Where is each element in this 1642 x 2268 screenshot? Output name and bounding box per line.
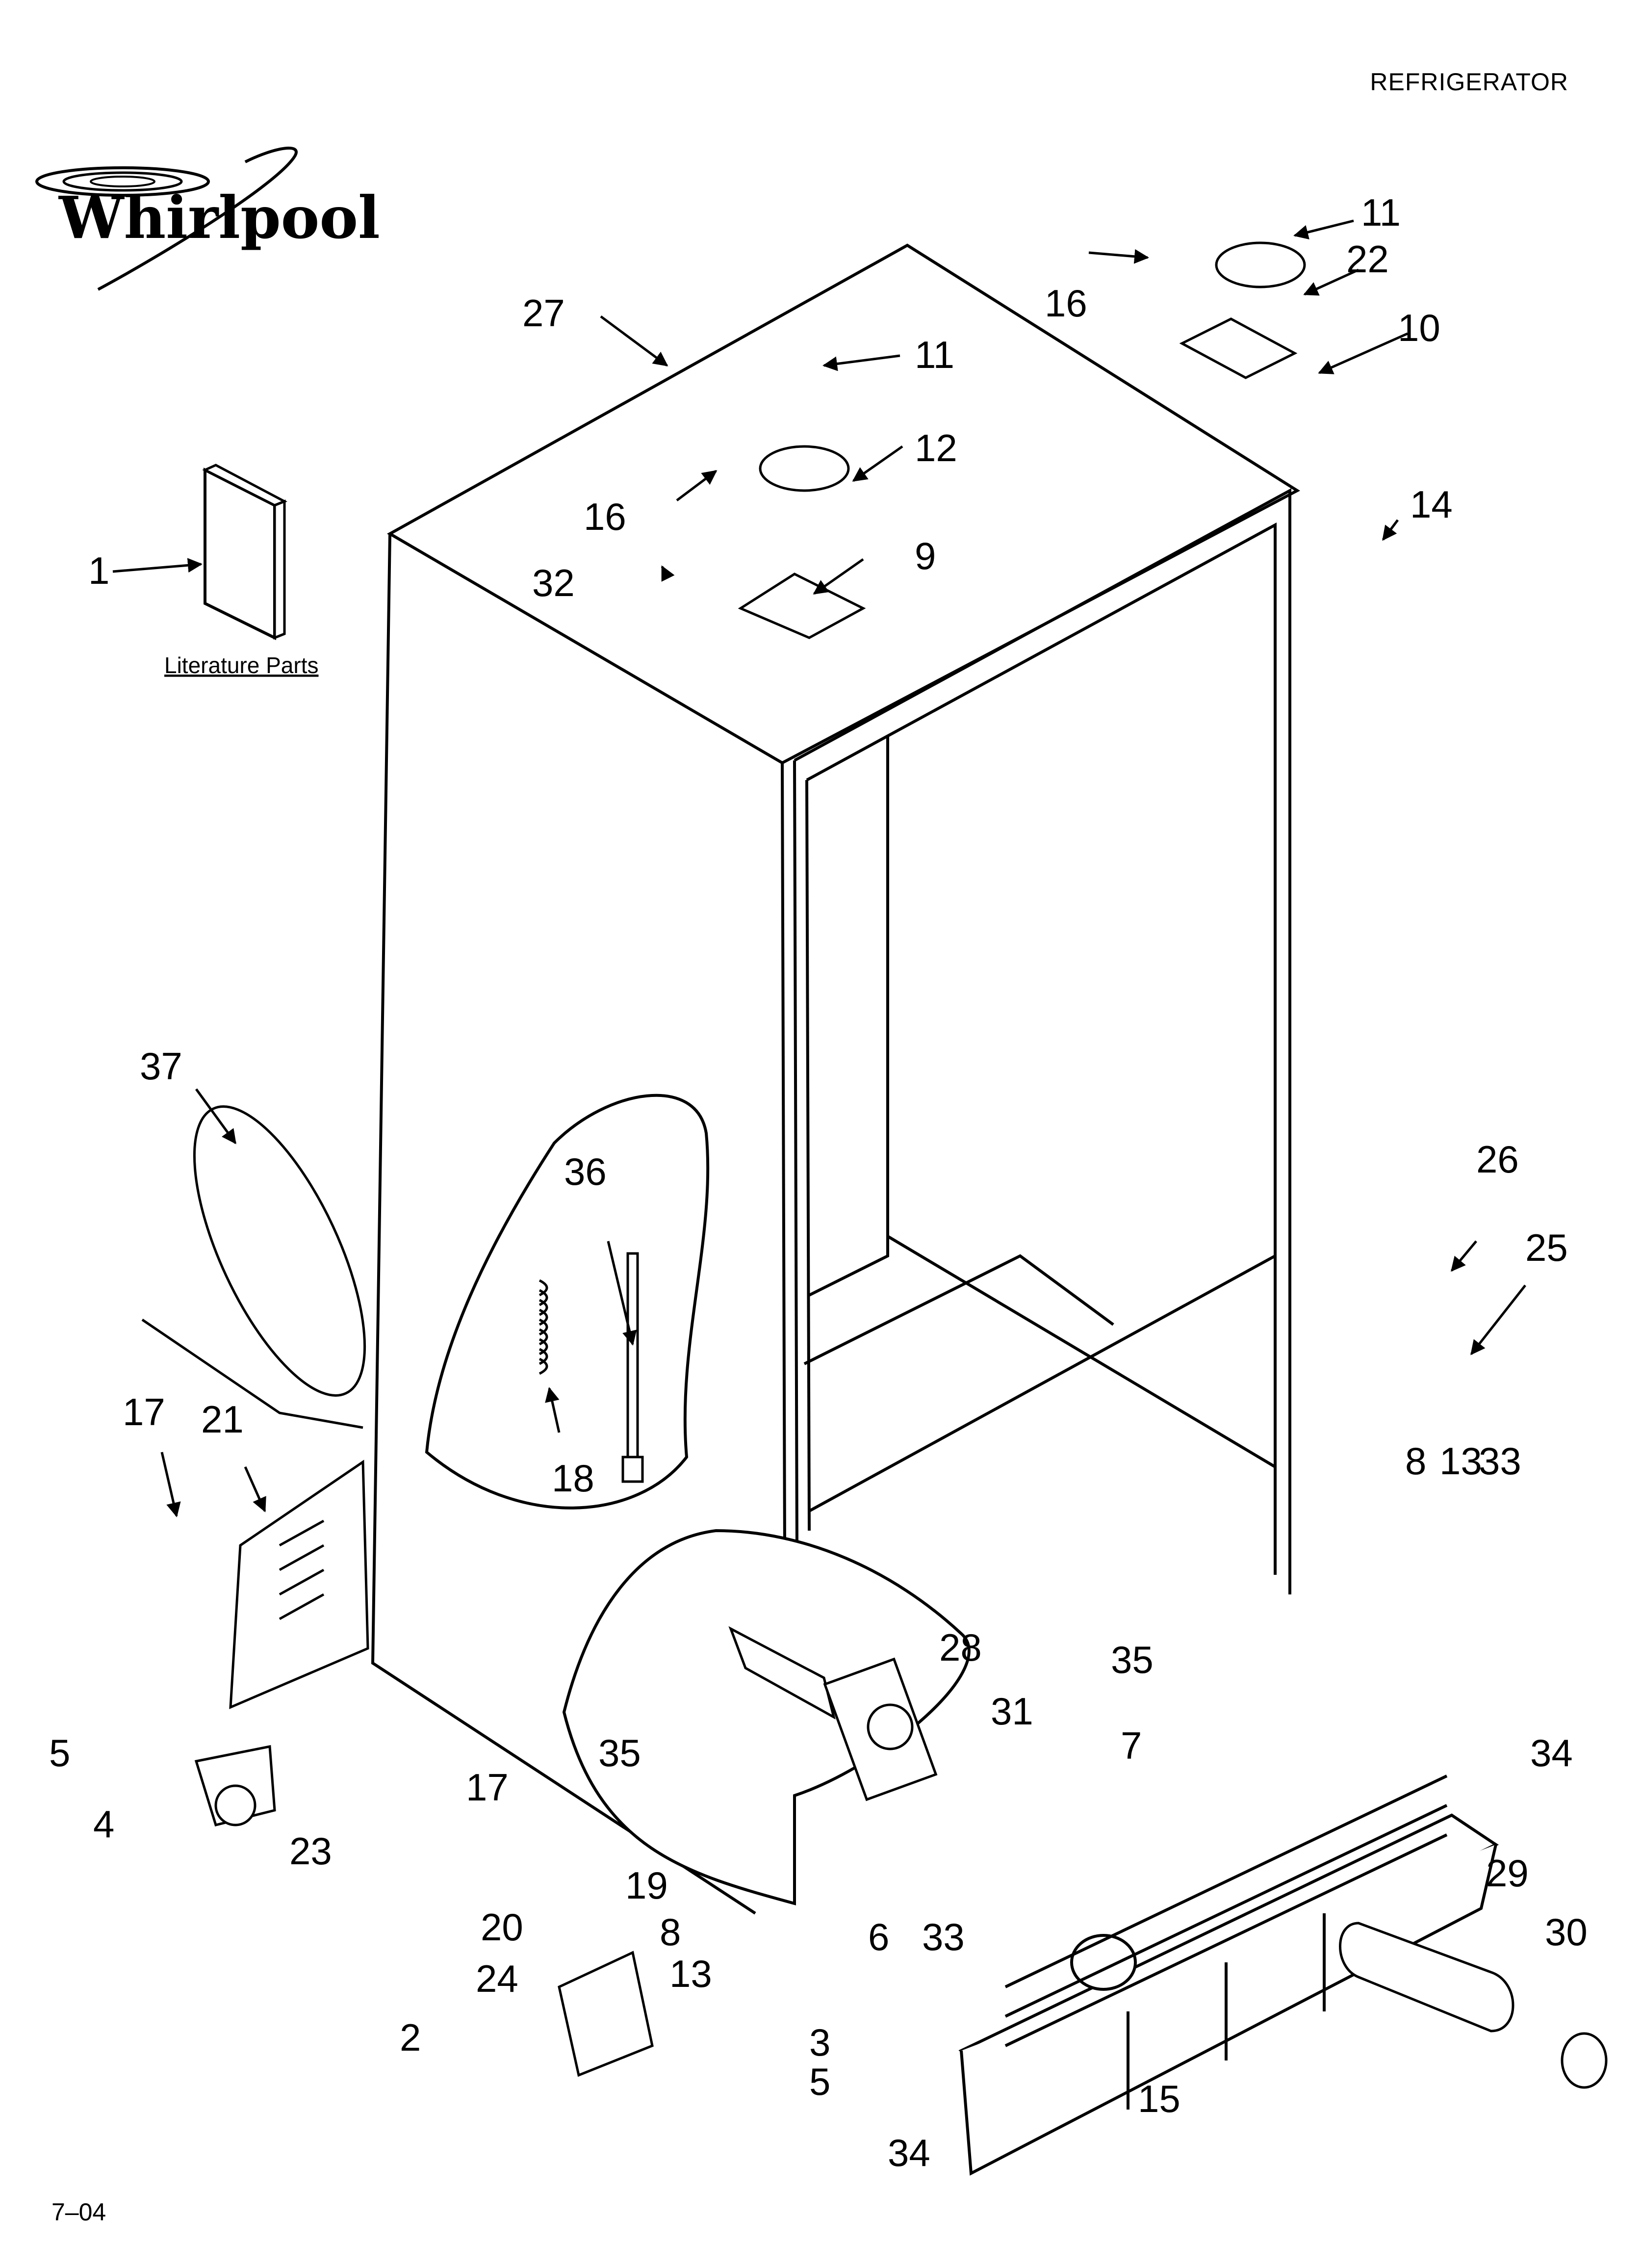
water-filter-cartridge <box>1339 1922 1608 2089</box>
top-hinge-center <box>738 445 866 639</box>
callout-34b: 34 <box>1530 1731 1573 1774</box>
callout-1: 1 <box>88 549 109 592</box>
callout-23: 23 <box>289 1829 332 1873</box>
callout-5b: 5 <box>809 2060 830 2103</box>
callout-21: 21 <box>201 1398 244 1441</box>
heater-rod <box>621 1252 644 1483</box>
callout-13a: 13 <box>669 1952 712 1995</box>
callout-11b: 11 <box>1361 191 1401 234</box>
cutaway-bottom <box>562 1529 971 1905</box>
callout-16a: 16 <box>584 495 626 538</box>
spring <box>539 1279 548 1375</box>
water-line-tube <box>141 1318 363 1429</box>
callout-36: 36 <box>564 1150 607 1193</box>
callout-24: 24 <box>476 1957 518 2000</box>
refrigerator-cabinet <box>371 243 1300 1915</box>
page-category-label: REFRIGERATOR <box>1370 68 1568 96</box>
callout-20: 20 <box>481 1905 523 1949</box>
callout-15: 15 <box>1138 2077 1180 2120</box>
callout-35a: 35 <box>1111 1638 1154 1681</box>
roller-bracket <box>194 1745 276 1827</box>
callout-17b: 17 <box>466 1766 509 1809</box>
literature-parts-label: Literature Parts <box>164 652 318 678</box>
water-line-loop <box>193 1105 366 1397</box>
callout-2: 2 <box>400 2016 421 2059</box>
callout-5a: 5 <box>49 1731 70 1774</box>
callout-34a: 34 <box>888 2131 930 2174</box>
callout-9: 9 <box>915 534 936 577</box>
callout-14: 14 <box>1410 483 1453 526</box>
callout-13b: 13 <box>1439 1439 1482 1483</box>
lower-hinge-left <box>558 1951 654 2077</box>
callout-8b: 8 <box>1405 1439 1426 1483</box>
callout-10: 10 <box>1398 306 1440 349</box>
rear-access-cover <box>229 1460 369 1709</box>
callout-17a: 17 <box>123 1390 165 1434</box>
callout-18: 18 <box>552 1457 594 1500</box>
callout-26: 26 <box>1476 1138 1519 1181</box>
callout-25: 25 <box>1525 1226 1568 1269</box>
callout-33a: 33 <box>922 1915 965 1958</box>
callout-27: 27 <box>522 291 565 335</box>
callout-33b: 33 <box>1479 1439 1521 1483</box>
footer-date-code: 7–04 <box>51 2198 106 2226</box>
callout-16b: 16 <box>1045 282 1087 325</box>
callout-37: 37 <box>140 1044 182 1088</box>
top-hinge-right <box>1179 241 1306 379</box>
callout-29: 29 <box>1486 1851 1529 1895</box>
callout-6: 6 <box>868 1915 889 1958</box>
literature-booklet <box>202 464 287 640</box>
callout-3: 3 <box>809 2021 830 2064</box>
callout-30: 30 <box>1545 1910 1588 1954</box>
callout-12: 12 <box>915 426 957 469</box>
callouts: 1 2 3 4 5 5 6 7 8 8 9 10 11 11 12 13 13 … <box>49 191 1588 2174</box>
callout-19: 19 <box>625 1864 668 1907</box>
callout-4: 4 <box>93 1802 114 1846</box>
callout-11a: 11 <box>915 333 954 376</box>
callout-8a: 8 <box>660 1910 681 1954</box>
callout-32: 32 <box>532 561 575 604</box>
whirlpool-logo: Whirlpool <box>35 146 380 291</box>
callout-7: 7 <box>1121 1724 1142 1767</box>
filter-housing <box>728 1626 938 1801</box>
logo-wordmark: Whirlpool <box>58 183 380 252</box>
callout-22: 22 <box>1346 237 1389 281</box>
callout-35b: 35 <box>598 1731 641 1774</box>
callout-28: 28 <box>939 1626 982 1669</box>
callout-31: 31 <box>991 1690 1033 1733</box>
